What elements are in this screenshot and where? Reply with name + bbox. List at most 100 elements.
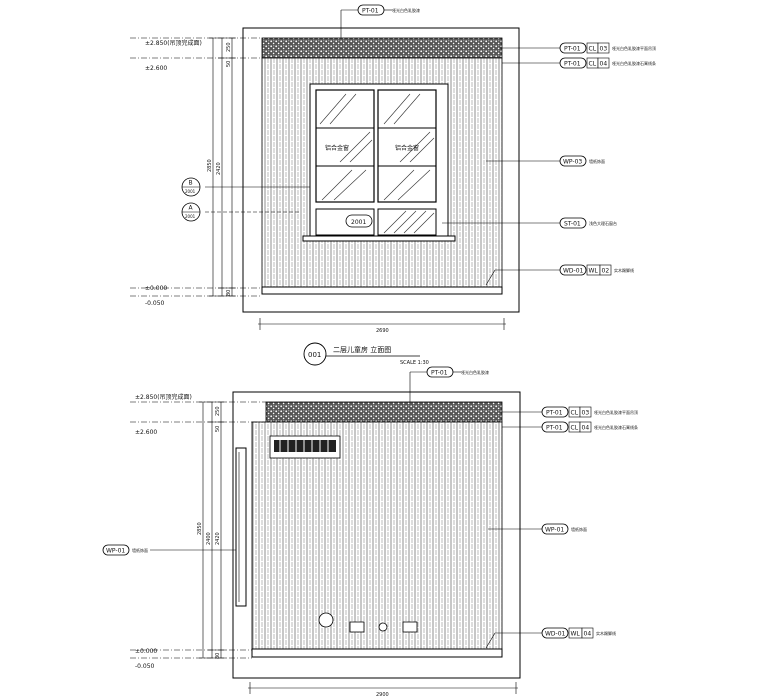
svg-text:实木踢脚线: 实木踢脚线	[614, 267, 634, 273]
svg-text:PT-01: PT-01	[362, 8, 379, 15]
elevation-1-section-mark-a: A 2001	[181, 202, 201, 222]
svg-text:哑光白色乳胶漆石膏线条: 哑光白色乳胶漆石膏线条	[612, 60, 656, 66]
elevation-1-dimensions	[209, 37, 506, 330]
svg-text:哑光白色乳胶漆平面吊顶: 哑光白色乳胶漆平面吊顶	[612, 45, 656, 51]
svg-text:PT-01: PT-01	[564, 61, 581, 68]
svg-text:CL: CL	[589, 61, 597, 68]
svg-text:03: 03	[600, 46, 608, 53]
elevation-2-top-tag: PT-01 哑光白色乳胶漆	[409, 366, 489, 402]
elevation-2-levels	[130, 401, 266, 659]
svg-text:哑光白色乳胶漆平面吊顶: 哑光白色乳胶漆平面吊顶	[594, 409, 638, 415]
elevation-1-skirting	[261, 286, 503, 295]
svg-text:WL: WL	[571, 631, 581, 638]
elevation-1-callout-4: ST-01 浅色大理石窗台	[442, 217, 617, 229]
elevation-1-dim-top1: 250	[226, 42, 232, 52]
elevation-1-dim-outer: 2850	[207, 159, 213, 172]
svg-text:04: 04	[584, 631, 592, 638]
drawing-title: 二层儿童房 立面图	[333, 345, 391, 354]
svg-text:PT-01: PT-01	[564, 46, 581, 53]
elevation-1-level-below: -0.050	[145, 300, 165, 307]
svg-text:04: 04	[600, 61, 608, 68]
elevation-2-callout-4: WD-01 WL 04 实木踢脚线	[485, 627, 616, 649]
elevation-2-side-panel	[235, 447, 247, 607]
elevation-1-dim-inner: 2420	[216, 162, 222, 175]
elevation-1-callout-5: WD-01 WL 02 实木踢脚线	[485, 264, 634, 286]
svg-text:哑光白色乳胶漆: 哑光白色乳胶漆	[392, 7, 420, 13]
elevation-2: PT-01 哑光白色乳胶漆 ±2.850(吊顶完成面) ±2.600 ±0.00…	[102, 366, 638, 698]
elevation-2-level-below: -0.050	[135, 663, 155, 670]
elevation-2-socket-2	[402, 621, 418, 633]
elevation-2-dim-inner: 2400	[206, 532, 212, 545]
elevation-1-width-dim: 2690	[376, 328, 389, 334]
elevation-1-level-floor: ±0.000	[145, 285, 167, 292]
svg-text:2001: 2001	[185, 189, 196, 194]
elevation-1-dim-bottom: 80	[226, 290, 232, 296]
svg-text:CL: CL	[571, 425, 579, 432]
elevation-2-dim-top2: 50	[215, 426, 221, 432]
elevation-2-callout-3: WP-01 墙纸饰面	[488, 523, 587, 535]
elevation-1-cornice	[261, 37, 503, 59]
svg-text:ST-01: ST-01	[564, 221, 581, 228]
svg-text:B: B	[189, 180, 193, 187]
elevation-1-level-ceiling: ±2.600	[145, 65, 167, 72]
svg-text:WP-01: WP-01	[545, 527, 564, 534]
svg-text:WL: WL	[589, 268, 599, 275]
svg-text:哑光白色乳胶漆: 哑光白色乳胶漆	[461, 369, 489, 375]
elevation-2-callout-1: PT-01 CL 03 哑光白色乳胶漆平面吊顶	[500, 406, 638, 418]
elevation-1-levels	[130, 37, 310, 297]
svg-text:WP-03: WP-03	[563, 159, 582, 166]
svg-text:哑光白色乳胶漆石膏线条: 哑光白色乳胶漆石膏线条	[594, 424, 638, 430]
elevation-2-skirting	[251, 648, 503, 658]
elevation-1-window-sill	[302, 235, 456, 242]
elevation-2-level-ceiling: ±2.600	[135, 429, 157, 436]
svg-text:WP-01: WP-01	[106, 548, 125, 555]
elevation-2-wall	[251, 421, 503, 651]
elevation-1-window-label-left: 铝合金窗	[325, 144, 349, 152]
svg-text:PT-01: PT-01	[431, 370, 448, 377]
svg-text:A: A	[189, 205, 194, 212]
svg-text:PT-01: PT-01	[546, 425, 563, 432]
elevation-1-window: 铝合金窗 铝合金窗 2001	[302, 83, 456, 242]
elevation-2-dim-top1: 250	[215, 406, 221, 416]
elevation-2-switch	[378, 622, 388, 632]
drawing-title-block: 001 二层儿童房 立面图 SCALE 1:30	[303, 342, 429, 366]
svg-text:实木踢脚线: 实木踢脚线	[596, 630, 616, 636]
svg-text:2001: 2001	[185, 214, 196, 219]
elevation-1-section-mark-b: B 2001	[181, 177, 201, 197]
svg-text:PT-01: PT-01	[546, 410, 563, 417]
drawing-number: 001	[308, 351, 321, 359]
elevation-1-frame	[242, 27, 520, 313]
elevation-2-dimensions	[199, 401, 518, 694]
elevation-2-level-floor: ±0.000	[135, 648, 157, 655]
elevation-2-dim-bottom: 80	[215, 653, 221, 659]
elevation-1-detail-tag: 2001	[351, 219, 366, 226]
elevation-2-dim-outer: 2850	[197, 522, 203, 535]
svg-text:CL: CL	[589, 46, 597, 53]
svg-text:03: 03	[582, 410, 590, 417]
svg-text:墙纸饰面: 墙纸饰面	[589, 158, 605, 164]
elevation-1-callout-3: WP-03 墙纸饰面	[486, 155, 605, 167]
elevation-2-wall-fixture-1	[318, 612, 334, 628]
elevation-1-top-tag: PT-01 哑光白色乳胶漆	[340, 4, 420, 38]
elevation-1-level-top: ±2.850(吊顶完成面)	[145, 39, 202, 47]
elevation-2-wall-picture	[269, 435, 341, 459]
elevation-1-dim-top2: 50	[226, 61, 232, 67]
svg-text:WD-01: WD-01	[563, 268, 584, 275]
elevation-2-width-dim: 2900	[376, 692, 389, 698]
elevation-2-frame	[232, 391, 521, 679]
elevation-2-socket-1	[349, 621, 365, 633]
elevation-1-callout-2: PT-01 CL 04 哑光白色乳胶漆石膏线条	[502, 57, 656, 69]
elevation-1: 铝合金窗 铝合金窗 2001 PT-01 哑光白色乳胶漆 ±2.850(吊顶完成…	[130, 4, 656, 334]
drawing-scale: SCALE 1:30	[400, 360, 429, 366]
svg-text:WD-01: WD-01	[545, 631, 566, 638]
elevation-2-level-top: ±2.850(吊顶完成面)	[135, 393, 192, 401]
elevation-1-callout-1: PT-01 CL 03 哑光白色乳胶漆平面吊顶	[500, 42, 656, 54]
elevation-2-dim-mid: 2420	[215, 532, 221, 545]
elevation-1-window-label-right: 铝合金窗	[395, 144, 419, 152]
svg-text:墙纸饰面: 墙纸饰面	[571, 526, 587, 532]
svg-text:墙纸饰面: 墙纸饰面	[132, 547, 148, 553]
svg-text:04: 04	[582, 425, 590, 432]
svg-text:02: 02	[602, 268, 610, 275]
elevation-2-cornice	[265, 401, 503, 423]
